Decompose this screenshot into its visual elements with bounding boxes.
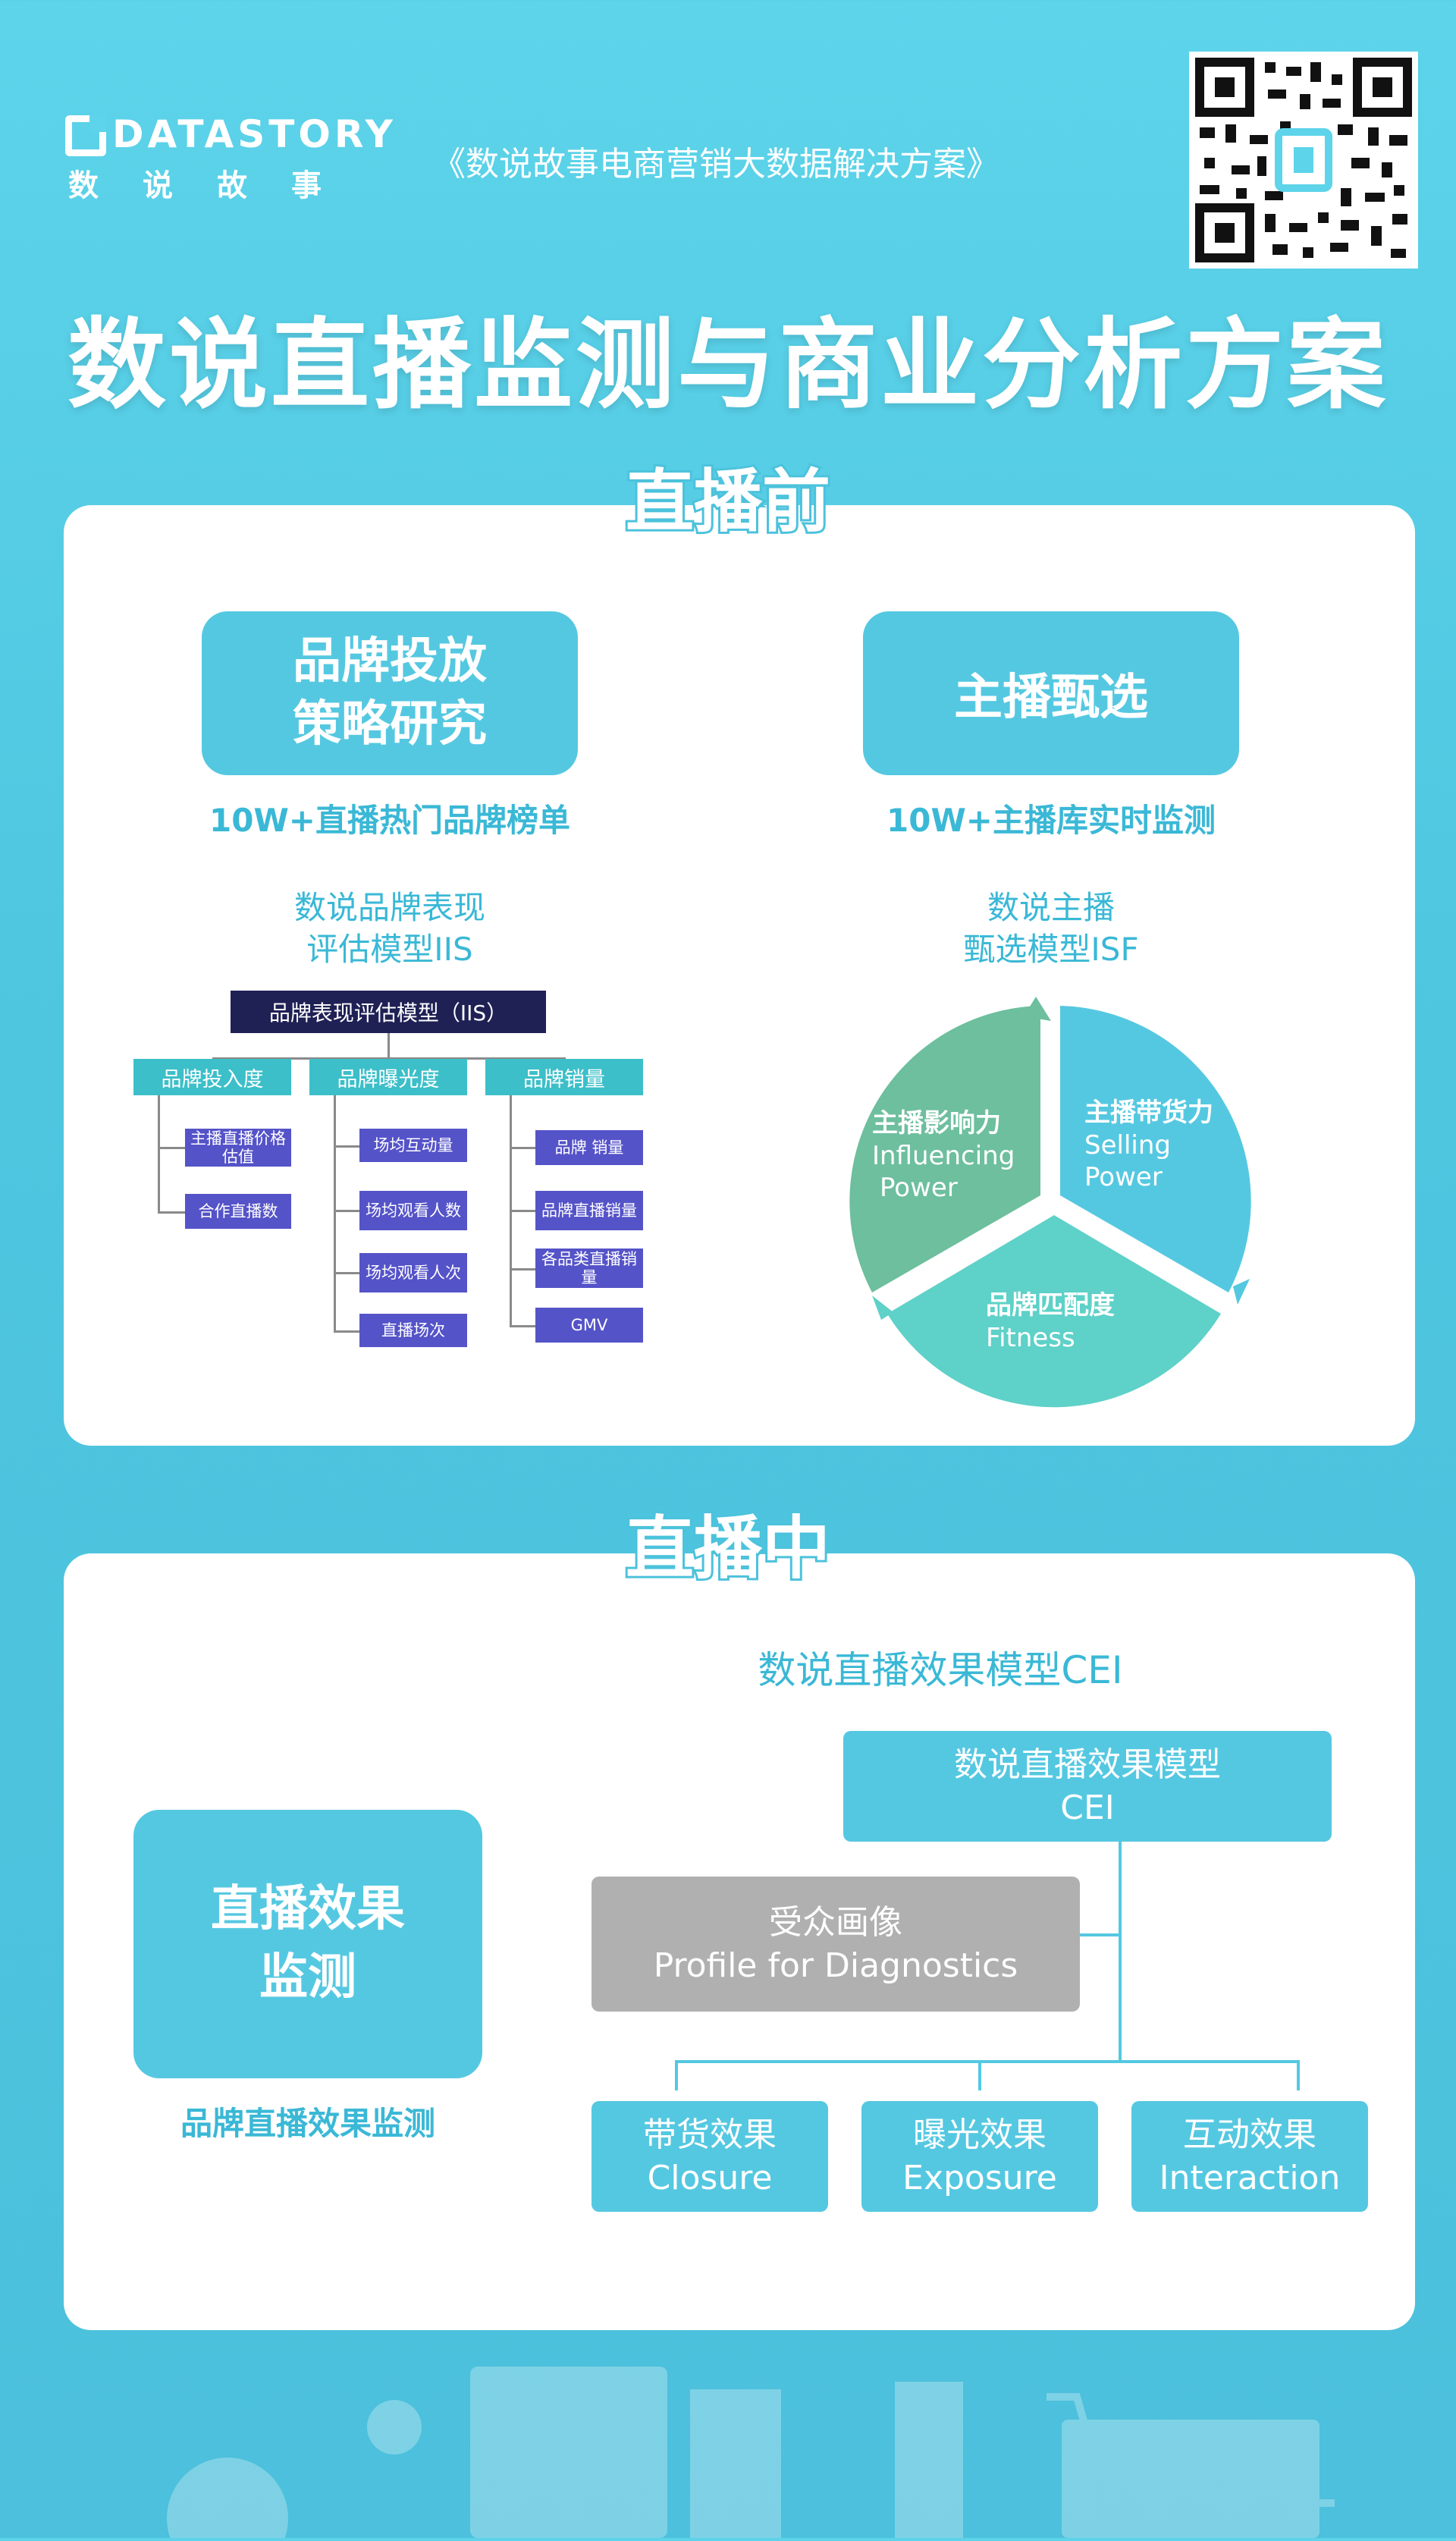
cei-connector: [675, 2060, 678, 2090]
section-during-title: 直播中: [623, 1506, 833, 1591]
cei-connector: [1119, 1842, 1122, 2062]
qr-code-icon: [1189, 52, 1418, 269]
audience-profile-box: 受众画像 Profile for Diagnostics: [592, 1877, 1080, 2012]
brand-card-caption: 10W+直播热门品牌榜单: [209, 802, 570, 839]
cei-model-label: 数说直播效果模型CEI: [758, 1648, 1123, 1692]
label-line: 甄选模型ISF: [963, 930, 1139, 968]
live-effect-caption: 品牌直播效果监测: [180, 2105, 435, 2142]
box-line: Closure: [647, 2159, 773, 2197]
pie-slice-fitness: [887, 1215, 1221, 1408]
box-line: 带货效果: [643, 2115, 777, 2154]
cei-root-box: 数说直播效果模型 CEI: [843, 1731, 1332, 1842]
box-line: Exposure: [902, 2159, 1057, 2197]
iis-group-exposure: 品牌曝光度: [309, 1059, 467, 1095]
header-subtitle: 《数说故事电商营销大数据解决方案》: [432, 145, 999, 184]
label-line: 数说品牌表现: [293, 889, 485, 926]
pie-label-cn: 品牌匹配度: [986, 1290, 1115, 1321]
cei-connector: [675, 2060, 1300, 2063]
iis-item: 直播场次: [359, 1314, 467, 1347]
pie-label-selling: 主播带货力 Selling Power: [1084, 1097, 1213, 1194]
tree-connector: [158, 1147, 185, 1149]
pie-label-fitness: 品牌匹配度 Fitness: [986, 1289, 1115, 1354]
iis-item: 主播直播价格估值: [185, 1129, 291, 1167]
tree-connector: [334, 1210, 359, 1212]
pie-label-en: Selling: [1084, 1129, 1171, 1161]
brand-strategy-card: 品牌投放 策略研究: [202, 611, 578, 775]
pie-arrow: [1233, 1279, 1250, 1305]
box-line: Interaction: [1159, 2159, 1341, 2197]
cei-leaf-interaction: 互动效果 Interaction: [1131, 2101, 1368, 2212]
isf-model-label: 数说主播 甄选模型ISF: [863, 887, 1239, 970]
iis-item: 合作直播数: [185, 1194, 291, 1229]
page-title: 数说直播监测与商业分析方案: [67, 307, 1389, 422]
card-line: 主播甄选: [954, 670, 1148, 726]
box-line: Profile for Diagnostics: [653, 1946, 1018, 1985]
tree-connector: [158, 1211, 185, 1214]
cei-leaf-exposure: 曝光效果 Exposure: [861, 2101, 1098, 2212]
cei-connector: [978, 2060, 981, 2090]
box-line: 受众画像: [769, 1902, 902, 1942]
pie-label-en: Power: [1084, 1162, 1163, 1192]
iis-group-sales: 品牌销量: [485, 1059, 643, 1095]
live-effect-card: 直播效果 监测: [133, 1810, 482, 2078]
iis-item: 场均互动量: [359, 1129, 467, 1162]
pie-label-cn: 主播带货力: [1084, 1098, 1213, 1128]
pie-arrow: [872, 1296, 893, 1320]
section-before-title: 直播前: [623, 460, 833, 544]
pie-arrow: [1024, 997, 1051, 1021]
tree-connector: [510, 1268, 535, 1270]
iis-item: 场均观看人次: [359, 1253, 467, 1292]
anchor-selection-card: 主播甄选: [863, 611, 1239, 775]
pie-label-en: Fitness: [986, 1322, 1075, 1353]
tree-connector: [334, 1272, 359, 1274]
logo-text-cn: 数说故事: [68, 168, 366, 203]
cei-connector: [1297, 2060, 1300, 2090]
isf-pie-diagram: [834, 986, 1274, 1426]
cei-connector: [1080, 1933, 1122, 1936]
pie-slice-influencing: [849, 1006, 1040, 1292]
iis-item: 品牌直播销量: [535, 1191, 643, 1230]
pie-label-en: Influencing: [872, 1140, 1015, 1171]
shopping-illustration: [0, 2336, 1456, 2541]
pie-label-cn: 主播影响力: [872, 1108, 1001, 1139]
box-line: 数说直播效果模型: [954, 1745, 1221, 1784]
tree-connector: [334, 1095, 336, 1332]
tree-connector: [510, 1210, 535, 1212]
iis-item: GMV: [535, 1308, 643, 1343]
box-line: 互动效果: [1183, 2115, 1316, 2154]
pie-label-en: Power: [880, 1173, 958, 1203]
tree-connector: [334, 1330, 359, 1333]
card-line: 监测: [259, 1949, 356, 2005]
iis-tree-root: 品牌表现评估模型（IIS）: [231, 991, 546, 1033]
label-line: 数说主播: [987, 889, 1115, 926]
logo-icon: [65, 115, 106, 156]
card-line: 品牌投放: [293, 633, 487, 689]
box-line: 曝光效果: [913, 2115, 1046, 2154]
tree-connector: [158, 1095, 160, 1214]
iis-item: 品牌 销量: [535, 1130, 643, 1165]
iis-group-investment: 品牌投入度: [133, 1059, 291, 1095]
tree-connector: [334, 1145, 359, 1148]
label-line: 评估模型IIS: [306, 930, 473, 968]
tree-connector: [510, 1325, 535, 1327]
pie-label-influencing: 主播影响力 Influencing Power: [872, 1107, 1015, 1205]
logo-text-en: DATASTORY: [112, 112, 397, 156]
pie-slice-selling: [1060, 1006, 1251, 1292]
card-line: 策略研究: [293, 696, 487, 752]
card-line: 直播效果: [211, 1881, 405, 1938]
anchor-card-caption: 10W+主播库实时监测: [886, 802, 1216, 839]
iis-model-label: 数说品牌表现 评估模型IIS: [202, 887, 578, 970]
cei-leaf-closure: 带货效果 Closure: [592, 2101, 828, 2212]
iis-item: 各品类直播销量: [535, 1249, 643, 1288]
tree-connector: [510, 1147, 535, 1149]
tree-connector: [388, 1033, 390, 1059]
iis-item: 场均观看人数: [359, 1191, 467, 1230]
box-line: CEI: [1060, 1789, 1115, 1827]
